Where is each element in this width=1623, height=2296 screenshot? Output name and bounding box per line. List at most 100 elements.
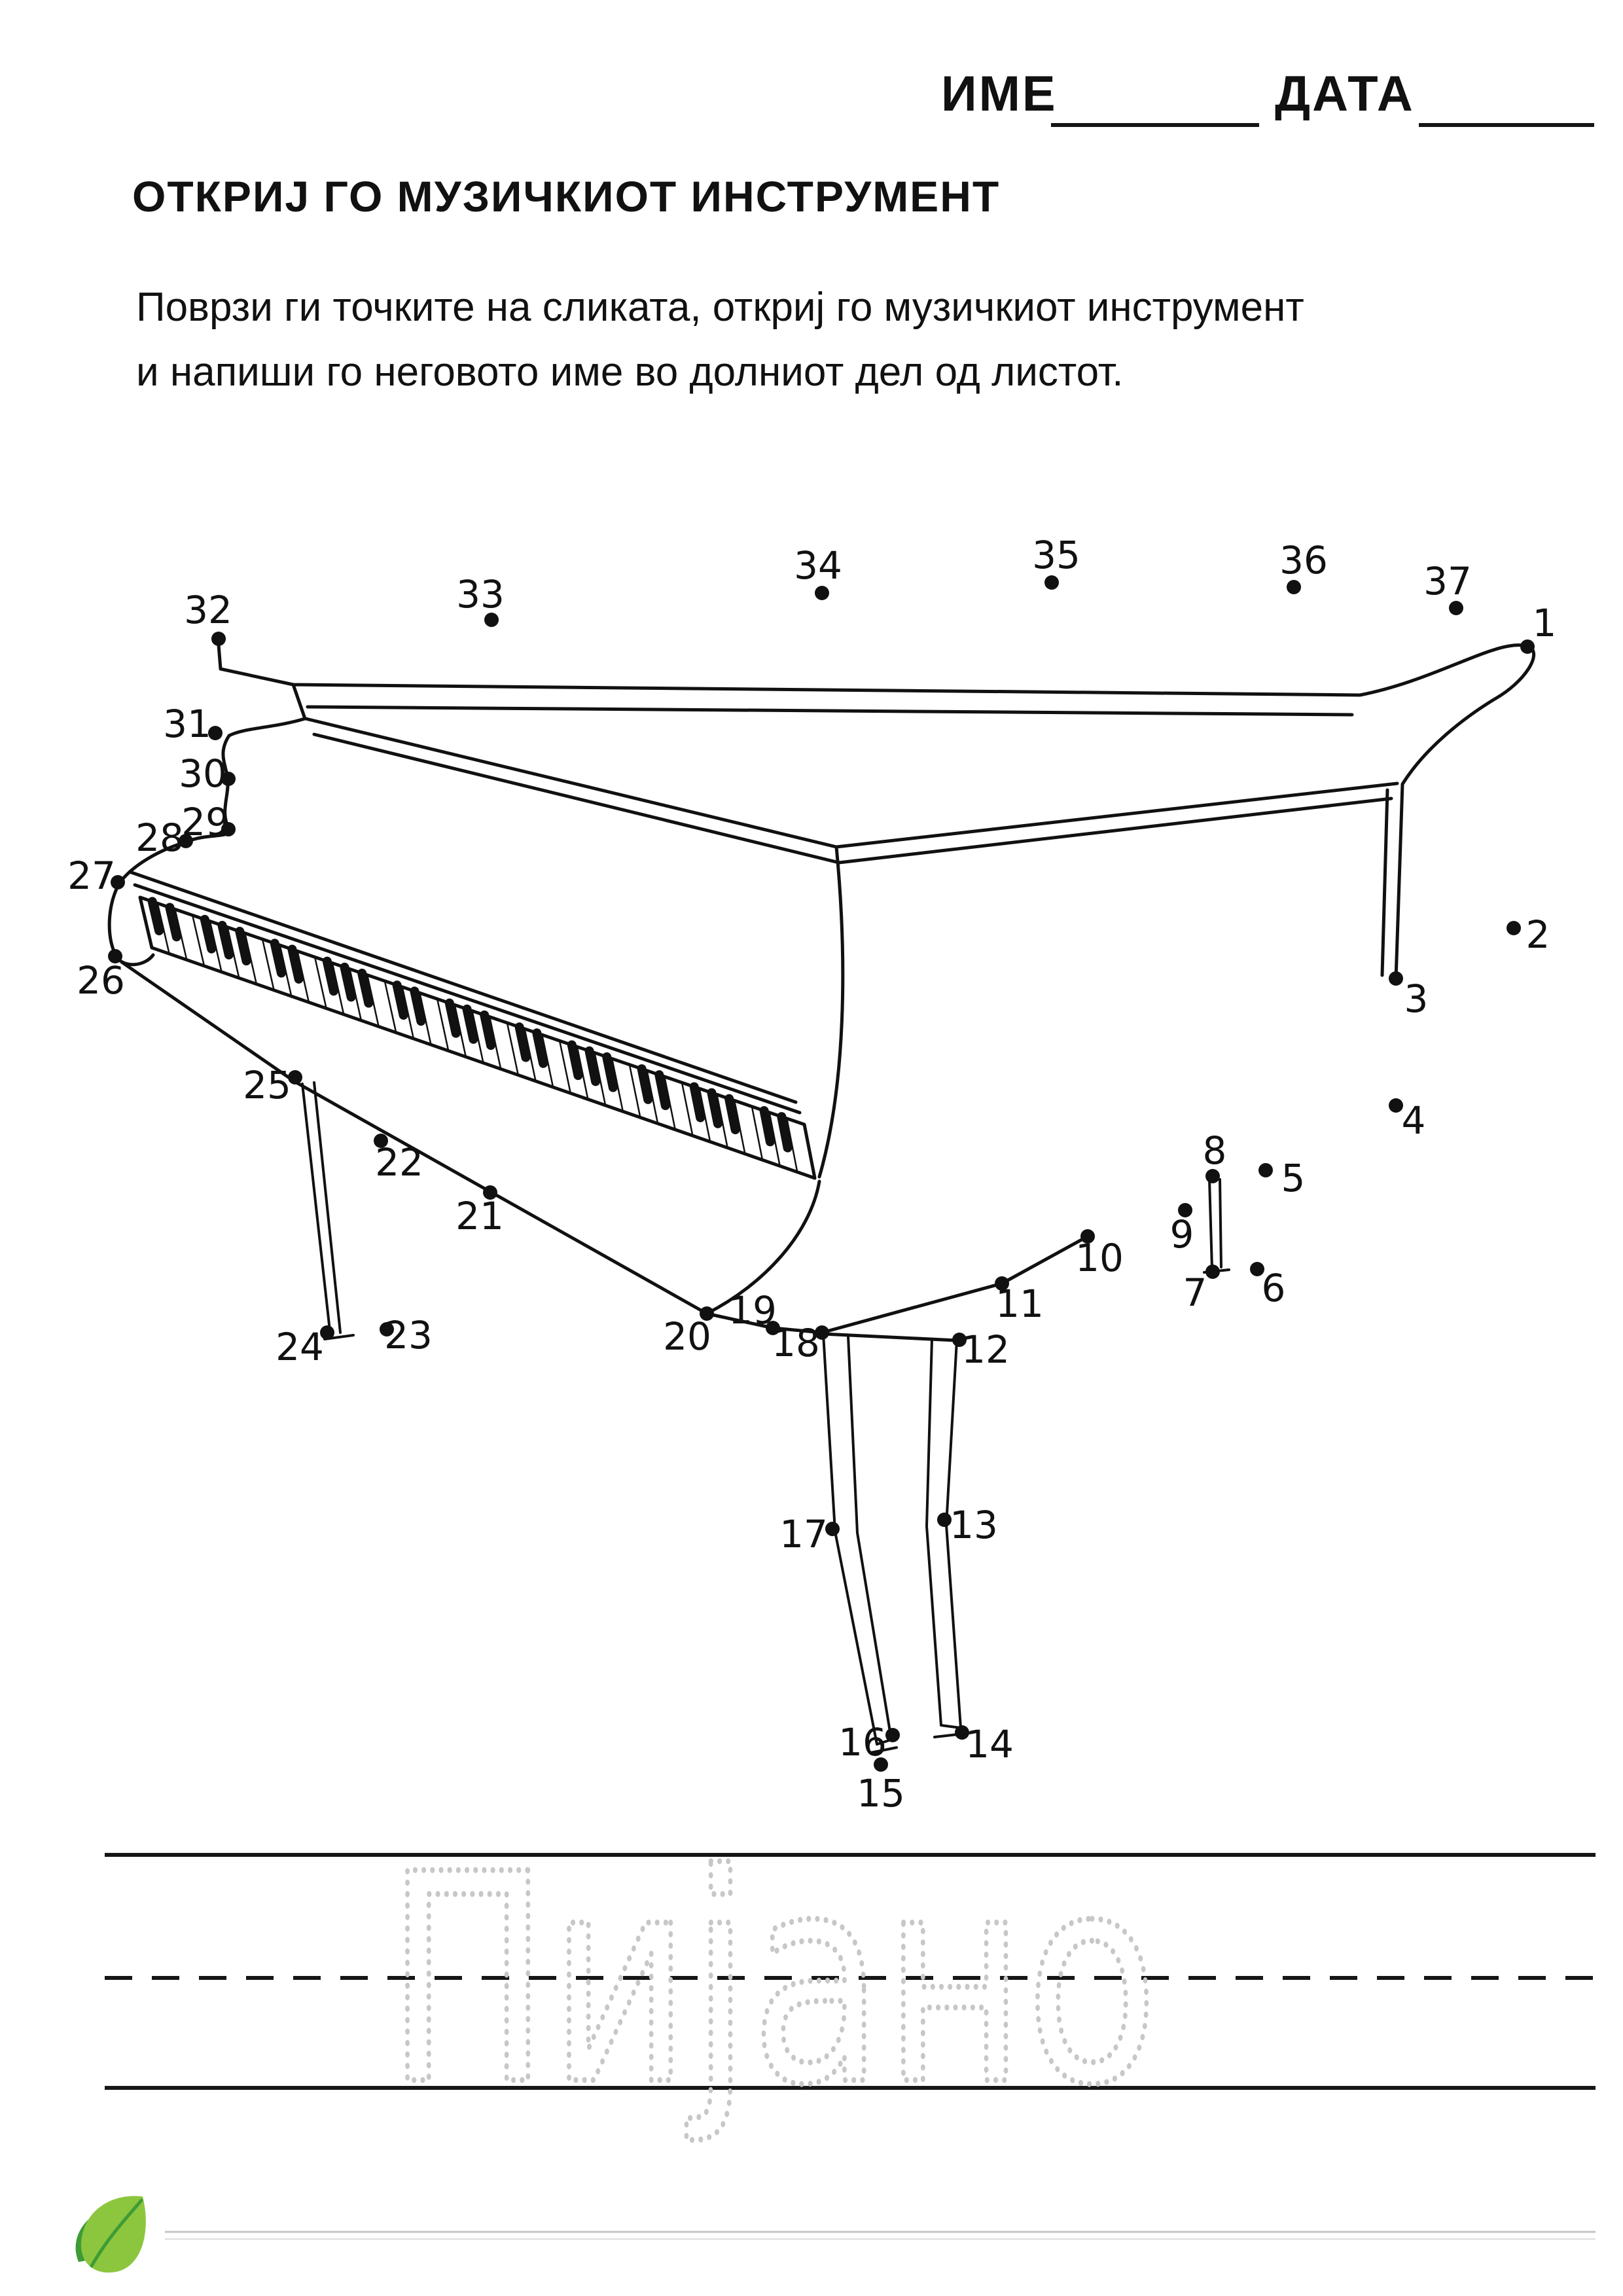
dot-8 [1205,1169,1220,1183]
dot-number-35: 35 [1032,533,1080,577]
dot-31 [208,726,223,740]
piano-key-line [217,920,234,960]
piano-front-left-leg [301,1081,355,1340]
piano-key-line [716,1094,728,1149]
dot-number-7: 7 [1183,1270,1207,1315]
dot-29 [221,822,236,836]
dot-33 [484,613,499,627]
piano-key-line [357,969,374,1008]
piano-key-line [611,1058,624,1113]
dot-23 [380,1322,394,1336]
piano-key-line [751,1105,764,1161]
dot-number-12: 12 [961,1327,1010,1372]
dot-21 [483,1185,497,1200]
dot-number-8: 8 [1203,1128,1227,1173]
dot-25 [288,1070,302,1085]
writing-lines: Пијано [105,1810,1596,2151]
piano-key-line [147,897,164,936]
piano-key-line [698,1087,711,1143]
piano-key-line [165,903,181,942]
name-blank-line [1051,123,1259,127]
dot-number-22: 22 [375,1140,423,1185]
piano-key-line [558,1039,572,1094]
piano-key-line [488,1016,502,1070]
dot-number-6: 6 [1262,1266,1286,1310]
piano-key-line [759,1106,775,1147]
piano-key-line [444,998,461,1038]
piano-key-line [244,932,258,985]
piano-key-line [235,927,251,966]
piano-key-line [777,1112,793,1153]
piano-key-line [410,986,426,1026]
dot-16 [885,1728,900,1742]
piano-key-line [436,997,450,1052]
piano-key-line [349,968,363,1022]
dot-number-10: 10 [1075,1236,1124,1280]
piano-key-line [602,1052,618,1092]
piano-key-line [733,1100,746,1155]
dot-number-17: 17 [779,1512,828,1556]
dot-11 [995,1276,1009,1291]
piano-key-line [340,962,356,1002]
piano-key-line [689,1082,705,1122]
piano-key-line [401,986,415,1040]
dot-number-29: 29 [181,800,230,844]
piano-key-line [383,980,397,1033]
dot-37 [1449,601,1463,615]
piano-key-line [174,908,188,961]
dot-number-15: 15 [857,1771,905,1816]
page-title: ОТКРИЈ ГО МУЗИЧКИОТ ИНСТРУМЕНТ [132,172,1001,221]
piano-key-line [532,1028,548,1068]
instructions-line-1: Поврзи ги точките на сликата, откриј го … [136,285,1304,330]
piano-key-line [261,938,275,992]
piano-key-line [366,974,380,1028]
piano-drawing [107,643,1536,1754]
piano-key-line [287,944,304,984]
dot-19 [766,1321,780,1335]
dot-number-37: 37 [1423,559,1472,603]
dot-number-32: 32 [184,588,232,632]
dots-and-numbers: 1234567891011121314151617181920212223242… [67,533,1556,1816]
dot-3 [1389,971,1403,986]
piano-key-line [628,1064,641,1119]
dot-number-16: 16 [838,1720,887,1765]
dot-number-33: 33 [456,572,505,617]
piano-key-line [419,992,432,1046]
piano-key-line [681,1081,694,1137]
dot-22 [374,1134,388,1148]
dot-6 [1250,1262,1264,1276]
piano-key-line [156,902,170,955]
piano-key-line [209,920,223,973]
piano-rear-leg [1203,1178,1230,1274]
piano-key-line [200,914,217,954]
dot-2 [1507,921,1521,935]
piano-key-line [296,950,310,1003]
piano-key-line [331,962,345,1016]
dot-15 [874,1757,888,1772]
dot-number-28: 28 [135,816,184,860]
piano-center-legs [822,1333,970,1754]
dot-28 [179,834,193,848]
piano-key-line [313,956,327,1009]
dot-17 [825,1522,840,1536]
dot-number-36: 36 [1279,538,1328,583]
piano-key-line [226,926,240,979]
piano-key-line [392,980,408,1020]
dot-number-27: 27 [67,853,116,898]
piano-key-line [786,1117,798,1173]
piano-key-line [524,1028,537,1083]
date-blank-line [1419,123,1594,127]
dot-24 [320,1325,334,1340]
piano-lid [217,643,1536,981]
piano-key-line [707,1088,722,1128]
dot-27 [111,875,125,889]
piano-key-line [576,1046,589,1100]
dot-20 [700,1306,714,1321]
piano-key-line [514,1022,531,1062]
dot-number-24: 24 [276,1325,324,1369]
piano-key-line [664,1075,676,1131]
dot-36 [1287,580,1301,594]
piano-key-line [279,944,293,997]
piano-key-line [637,1064,653,1104]
